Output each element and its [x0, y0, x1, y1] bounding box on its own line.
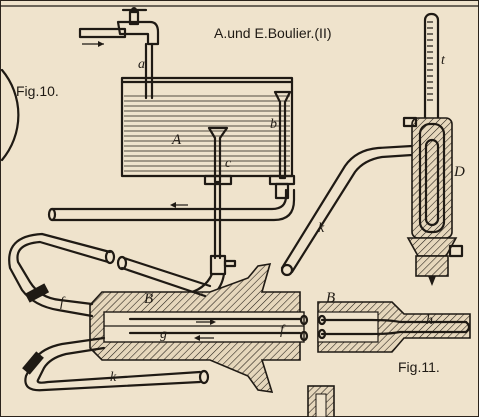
water-tank: [120, 76, 296, 200]
label-c: c: [225, 156, 232, 171]
label-B-left: B: [144, 291, 153, 307]
bottom-stub: [307, 385, 335, 417]
drain-pipe: [47, 188, 296, 222]
label-b: b: [270, 117, 277, 132]
fig10-caption: Fig.10.: [16, 83, 59, 99]
vessel-B-right: [317, 301, 471, 353]
label-B-right: B: [326, 290, 335, 306]
thermometer-apparatus: [402, 12, 464, 286]
tube-k-loop: [22, 336, 210, 392]
label-k-lower: k: [110, 370, 117, 385]
label-f-left: f: [60, 295, 66, 310]
label-a: a: [138, 57, 145, 72]
fig11-caption: Fig.11.: [398, 359, 440, 375]
label-f-mid: f: [280, 323, 286, 338]
tube-f-loop: [8, 232, 212, 318]
plate-title: A.und E.Boulier.(II): [214, 25, 332, 41]
tube-k-upper: [280, 144, 414, 277]
vessel-B: [89, 263, 309, 393]
label-k-upper: k: [318, 221, 325, 236]
label-A: A: [171, 132, 182, 148]
label-h: h: [426, 313, 433, 328]
label-t: t: [441, 53, 446, 68]
label-D: D: [453, 164, 465, 180]
label-g: g: [160, 327, 167, 342]
fig10-circle-fragment: [0, 68, 20, 162]
faucet: [78, 7, 160, 47]
